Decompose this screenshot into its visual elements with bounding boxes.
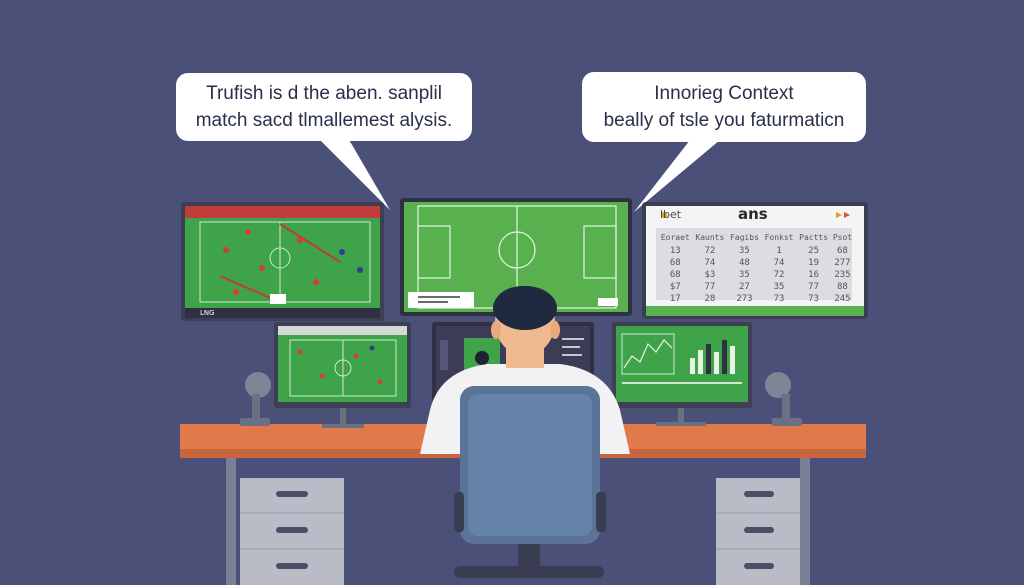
stats-cell: $7 bbox=[669, 282, 681, 292]
stats-cell: 273 bbox=[736, 294, 753, 304]
stats-cell: 35 bbox=[739, 270, 750, 280]
stats-table-row: 13 72 35 1 25 68 bbox=[658, 245, 854, 257]
stats-cell: 13 bbox=[669, 246, 681, 256]
stats-cell: 17 bbox=[669, 294, 681, 304]
stats-cell: 16 bbox=[808, 270, 820, 280]
stats-cell: 72 bbox=[773, 270, 785, 280]
speech-bubble-right-line2: beally of tsle you faturmaticn bbox=[603, 110, 845, 131]
stats-cell: 235 bbox=[834, 270, 851, 280]
stats-col-header: Kaunts bbox=[695, 233, 725, 242]
stats-cell: 68 bbox=[669, 270, 681, 280]
stats-cell: 1 bbox=[776, 246, 782, 256]
microphone-right-icon bbox=[765, 372, 802, 426]
stats-table-row: 17 28 273 73 73 245 bbox=[658, 293, 854, 305]
stats-col-header: Fagibs bbox=[729, 233, 759, 242]
monitor-stats-table bbox=[642, 202, 868, 319]
stats-cell: 48 bbox=[739, 258, 750, 268]
stats-panel-header: lbet bbox=[660, 208, 682, 221]
stats-cell: 88 bbox=[837, 282, 848, 292]
stats-cell: 74 bbox=[773, 258, 785, 268]
stats-cell: 72 bbox=[704, 246, 716, 256]
stats-col-header: Eoraet bbox=[660, 233, 690, 242]
stats-col-header: Psot bbox=[832, 233, 853, 242]
office-chair bbox=[454, 386, 606, 578]
stats-table: Eoraet Kaunts Fagibs Fonkst Pactts Psot … bbox=[658, 232, 854, 305]
stats-cell: 74 bbox=[704, 258, 716, 268]
stats-col-header: Pactts bbox=[799, 233, 829, 242]
bubble-right-tail bbox=[634, 140, 720, 212]
drawer-cabinet-left bbox=[240, 478, 344, 585]
speech-bubble-left-line2: match sacd tlmallemest alysis. bbox=[195, 110, 453, 131]
stats-panel-title: ans bbox=[738, 205, 768, 223]
broadcast-footer-label: LNG bbox=[200, 309, 215, 317]
speech-bubble-left: Trufish is d the aben. sanplil match sac… bbox=[176, 73, 472, 141]
stats-cell: 68 bbox=[669, 258, 681, 268]
stats-col-header: Fonkst bbox=[764, 233, 794, 242]
stats-cell: $3 bbox=[704, 270, 716, 280]
stats-table-row: 68 $3 35 72 16 235 bbox=[658, 269, 854, 281]
stats-cell: 277 bbox=[834, 258, 851, 268]
stats-cell: 25 bbox=[808, 246, 820, 256]
stats-cell: 77 bbox=[808, 282, 820, 292]
stats-table-row: 68 74 48 74 19 277 bbox=[658, 257, 854, 269]
stats-cell: 35 bbox=[739, 246, 750, 256]
speech-bubble-right: Innorieg Context beally of tsle you fatu… bbox=[582, 72, 866, 142]
stats-cell: 68 bbox=[837, 246, 848, 256]
stats-table-header-row: Eoraet Kaunts Fagibs Fonkst Pactts Psot bbox=[658, 232, 854, 245]
monitor-charts bbox=[612, 322, 752, 426]
monitor-lower-left bbox=[274, 322, 411, 428]
desk-leg-left bbox=[226, 458, 236, 585]
stats-cell: 245 bbox=[834, 294, 851, 304]
stats-cell: 27 bbox=[739, 282, 750, 292]
stats-cell: 73 bbox=[773, 294, 785, 304]
stats-cell: 19 bbox=[808, 258, 820, 268]
monitor-tactical-pitch bbox=[400, 198, 632, 316]
stats-cell: 35 bbox=[773, 282, 785, 292]
desk-leg-right bbox=[800, 458, 810, 585]
stats-cell: 28 bbox=[704, 294, 716, 304]
speech-bubble-left-line1: Trufish is d the aben. sanplil bbox=[206, 83, 442, 104]
drawer-cabinet-right bbox=[716, 478, 800, 585]
stats-table-row: $7 77 27 35 77 88 bbox=[658, 281, 854, 293]
bubble-left-tail bbox=[318, 138, 390, 210]
stats-cell: 73 bbox=[808, 294, 820, 304]
stats-cell: 77 bbox=[704, 282, 716, 292]
speech-bubble-right-line1: Innorieg Context bbox=[654, 83, 794, 104]
microphone-left-icon bbox=[240, 372, 271, 426]
monitor-match-broadcast bbox=[181, 202, 384, 321]
